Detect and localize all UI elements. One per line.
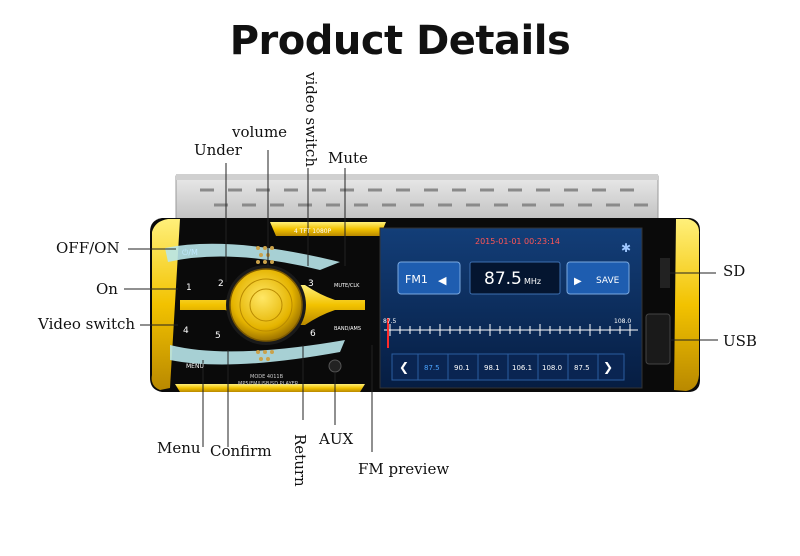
- mute-clk-button[interactable]: MUTE/CLK: [334, 283, 360, 289]
- frequency-unit: MHz: [524, 277, 541, 286]
- label-under: Under: [194, 141, 242, 159]
- band-ams-button[interactable]: BAND/AMS: [334, 326, 361, 332]
- label-mute: Mute: [328, 149, 368, 167]
- preset-1[interactable]: 87.5: [424, 364, 440, 372]
- save-button[interactable]: SAVE: [596, 276, 620, 286]
- label-volume: volume: [232, 123, 288, 141]
- bluetooth-icon: ✱: [621, 241, 631, 255]
- label-confirm: Confirm: [210, 442, 272, 460]
- button-1[interactable]: 1: [186, 283, 192, 293]
- button-3[interactable]: 3: [308, 279, 314, 289]
- label-video-switch: Video switch: [38, 315, 136, 333]
- label-video-switch-top: video switch: [302, 72, 320, 167]
- preset-next-icon[interactable]: ❯: [603, 360, 613, 374]
- preset-2[interactable]: 90.1: [454, 364, 470, 372]
- frequency-value: 87.5: [484, 269, 522, 289]
- volume-knob[interactable]: [226, 265, 306, 345]
- model-strip: 4 TFT 1080P: [294, 228, 332, 235]
- power-button[interactable]: ⏻/M: [182, 248, 198, 257]
- metal-chassis: [175, 174, 659, 227]
- label-menu: Menu: [157, 439, 201, 457]
- preset-6[interactable]: 87.5: [574, 364, 590, 372]
- aux-jack[interactable]: [328, 359, 342, 373]
- datetime-text: 2015-01-01 00:23:14: [475, 237, 560, 246]
- band-prev-icon[interactable]: ◀: [438, 274, 447, 287]
- preset-4[interactable]: 106.1: [512, 364, 532, 372]
- button-5[interactable]: 5: [215, 331, 221, 341]
- preset-3[interactable]: 98.1: [484, 364, 500, 372]
- scale-min-label: 87.5: [383, 318, 397, 325]
- button-6[interactable]: 6: [310, 329, 316, 339]
- label-aux: AUX: [319, 430, 354, 448]
- speaker-grille: [256, 246, 274, 361]
- band-label: FM1: [405, 273, 428, 286]
- display-screen: [379, 227, 643, 389]
- preset-5[interactable]: 108.0: [542, 364, 562, 372]
- usb-port[interactable]: [645, 313, 671, 365]
- scale-max-label: 108.0: [614, 318, 631, 325]
- mode-text: MODE 4011B: [250, 374, 284, 380]
- button-2[interactable]: 2: [218, 279, 224, 289]
- callout-lines: [124, 150, 718, 452]
- label-off-on: OFF/ON: [56, 239, 120, 257]
- preset-prev-icon[interactable]: ❮: [399, 360, 409, 374]
- page-title: Product Details: [229, 18, 571, 64]
- menu-button[interactable]: MENU: [186, 363, 204, 370]
- label-usb: USB: [723, 332, 757, 350]
- player-text: MP5/FM/USB/SD PLAYER: [238, 381, 299, 387]
- label-on: On: [96, 280, 118, 298]
- label-sd: SD: [723, 262, 746, 280]
- button-4[interactable]: 4: [183, 326, 189, 336]
- label-return: Return: [291, 434, 309, 487]
- save-play-icon[interactable]: ▶: [574, 276, 582, 287]
- label-fm-preview: FM preview: [358, 460, 450, 478]
